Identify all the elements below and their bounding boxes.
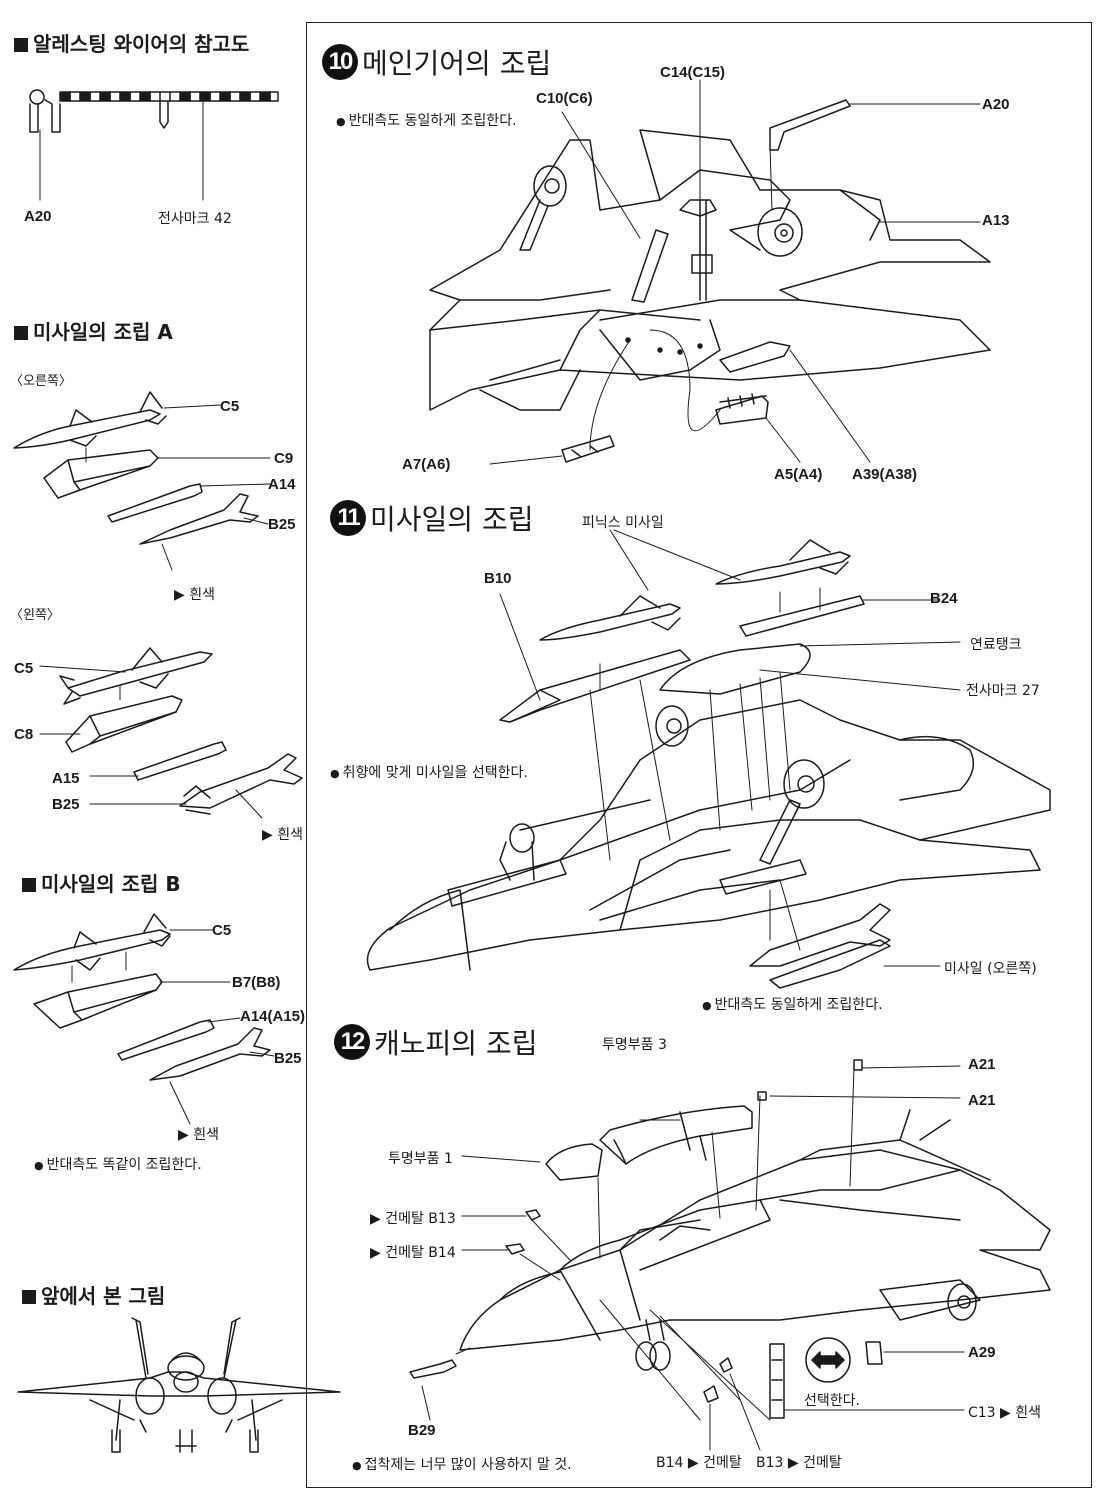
- step-12-label-b29: B29: [408, 1422, 436, 1439]
- step-12-label-a21-top: A21: [968, 1056, 996, 1073]
- step-12-label-b14-bottom: B14 ▶ 건메탈: [656, 1455, 742, 1471]
- main-gear-aircraft-drawing: [429, 79, 991, 465]
- step-11-note-2: 반대측도 동일하게 조립한다.: [702, 994, 883, 1014]
- missile-a-right-white: ▶ 흰색: [174, 587, 215, 603]
- wire-label-a20: A20: [24, 208, 52, 225]
- missile-b-white: ▶ 흰색: [178, 1127, 219, 1143]
- step-10-label-c14: C14(C15): [660, 64, 726, 81]
- missile-a-right-c9: C9: [274, 450, 294, 467]
- step-10-number: 10: [322, 44, 358, 80]
- step-12-label-b14: ▶ 건메탈 B14: [370, 1245, 456, 1261]
- missile-a-left-c5: C5: [14, 660, 34, 677]
- missile-b-note: 반대측도 똑같이 조립한다.: [34, 1154, 202, 1174]
- missile-a-title: 미사일의 조립 A: [14, 316, 173, 345]
- step-11-label-b24: B24: [930, 590, 958, 607]
- missile-a-right-b25: B25: [268, 516, 296, 533]
- missile-b-title: 미사일의 조립 B: [22, 868, 181, 897]
- section-square-icon: [14, 326, 28, 340]
- step-11-label-missile-right: 미사일 (오른쪽): [944, 961, 1037, 977]
- missile-aircraft-drawing: [366, 529, 1051, 989]
- step-12-note: 접착제는 너무 많이 사용하지 말 것.: [352, 1454, 572, 1474]
- missile-a-left-b25: B25: [52, 796, 80, 813]
- missile-a-right-c5: C5: [220, 398, 240, 415]
- missile-a-left-drawing: [39, 647, 303, 819]
- step-10-label-a5: A5(A4): [774, 466, 823, 483]
- section-square-icon: [22, 1290, 36, 1304]
- step-12-title: 캐노피의 조립: [374, 1027, 538, 1060]
- missile-a-right-caption: 〈오른쪽〉: [10, 374, 72, 389]
- step-11-number: 11: [330, 500, 366, 536]
- section-square-icon: [22, 878, 36, 892]
- missile-a-right-drawing: [13, 391, 271, 571]
- step-11-title: 미사일의 조립: [370, 503, 534, 536]
- step-12-label-c13: C13 ▶ 흰색: [968, 1405, 1042, 1421]
- step-12-label-a29: A29: [968, 1344, 996, 1361]
- step-12-label-b13-bottom: B13 ▶ 건메탈: [756, 1455, 842, 1471]
- step-11-label-tank: 연료탱크: [970, 637, 1022, 653]
- step-12-number: 12: [334, 1024, 370, 1060]
- missile-b-b25: B25: [274, 1050, 302, 1067]
- step-10-label-a39: A39(A38): [852, 466, 918, 483]
- step-12-label-clear1: 투명부품 1: [388, 1151, 453, 1167]
- step-11-label-phoenix: 피닉스 미사일: [582, 515, 664, 531]
- step-10-label-a7: A7(A6): [402, 456, 451, 473]
- missile-b-c5: C5: [212, 922, 232, 939]
- step-10-label-a20: A20: [982, 96, 1010, 113]
- arresting-wire-drawing: [29, 89, 279, 201]
- step-12-label-b13: ▶ 건메탈 B13: [370, 1211, 456, 1227]
- front-view-title: 앞에서 본 그림: [22, 1280, 165, 1309]
- missile-a-left-caption: 〈왼쪽〉: [10, 608, 60, 623]
- step-11-label-b10: B10: [484, 570, 512, 587]
- step-11-note: 취향에 맞게 미사일을 선택한다.: [330, 762, 528, 782]
- missile-b-drawing: [13, 913, 275, 1125]
- step-10-title: 메인기어의 조립: [362, 47, 552, 80]
- missile-a-right-a14: A14: [268, 476, 296, 493]
- step-12-label-select: 선택한다.: [804, 1393, 860, 1409]
- step-12-label-clear3: 투명부품 3: [602, 1037, 667, 1053]
- step-12-label-a21-bottom: A21: [968, 1092, 996, 1109]
- front-view-drawing: [17, 1317, 341, 1453]
- step-10-label-a13: A13: [982, 212, 1010, 229]
- missile-a-left-white: ▶ 흰색: [262, 827, 303, 843]
- wire-label-decal: 전사마크 42: [158, 211, 232, 227]
- section-square-icon: [14, 38, 28, 52]
- wire-ref-title: 알레스팅 와이어의 참고도: [14, 28, 249, 57]
- step-10-note: 반대측도 동일하게 조립한다.: [336, 110, 517, 130]
- missile-b-b7: B7(B8): [232, 974, 281, 991]
- instructions-frame: [306, 22, 1092, 1488]
- missile-a-left-c8: C8: [14, 726, 34, 743]
- canopy-aircraft-drawing: [409, 1059, 1051, 1451]
- step-11-label-decal: 전사마크 27: [966, 683, 1040, 699]
- missile-a-left-a15: A15: [52, 770, 80, 787]
- missile-b-a14: A14(A15): [240, 1008, 306, 1025]
- step-10-label-c10: C10(C6): [536, 90, 593, 107]
